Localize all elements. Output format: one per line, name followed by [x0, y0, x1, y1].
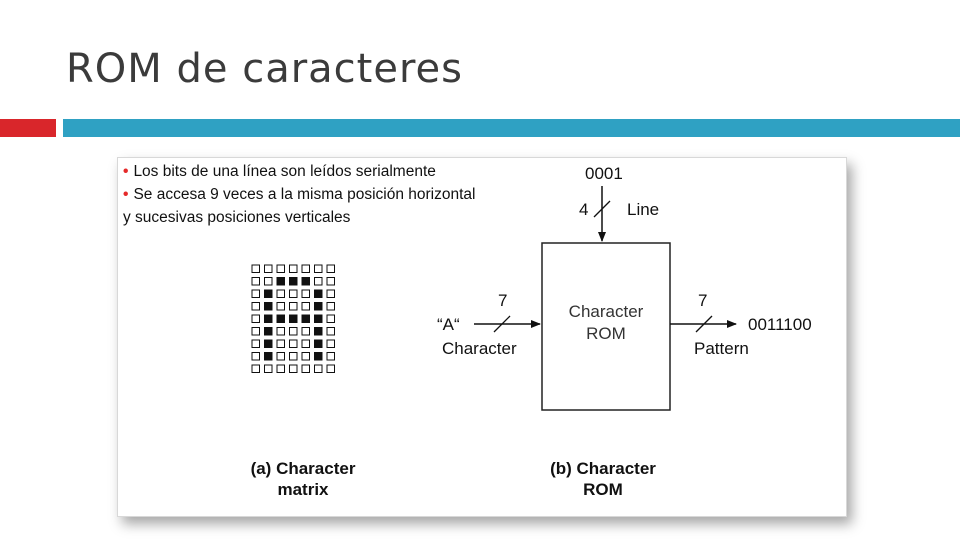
caption-b-line1: (b) Character [550, 459, 656, 478]
line-width-label: 4 [579, 200, 589, 219]
line-value-label: 0001 [585, 164, 623, 183]
matrix-cell-on [264, 327, 273, 336]
matrix-cell-off [251, 327, 260, 336]
matrix-cell-off [301, 264, 310, 273]
matrix-cell-on [314, 352, 323, 361]
matrix-cell-off [251, 314, 260, 323]
matrix-cell-on [264, 302, 273, 311]
character-bus-slash [493, 315, 511, 333]
matrix-cell-off [326, 277, 335, 286]
matrix-cell-off [276, 364, 285, 373]
bullet-item-1: •Los bits de una línea son leídos serial… [123, 163, 436, 181]
matrix-cell-off [251, 302, 260, 311]
matrix-cell-off [326, 327, 335, 336]
pattern-width-label: 7 [698, 291, 708, 310]
matrix-cell-off [301, 352, 310, 361]
matrix-cell-off [264, 277, 273, 286]
matrix-cell-on [314, 314, 323, 323]
matrix-cell-off [301, 364, 310, 373]
character-name-label: Character [442, 339, 517, 358]
bullet-text-2: Se accesa 9 veces a la misma posición ho… [133, 186, 476, 203]
matrix-cell-off [251, 289, 260, 298]
matrix-cell-off [301, 289, 310, 298]
slide-title: ROM de caracteres [66, 46, 463, 92]
matrix-cell-off [314, 277, 323, 286]
matrix-cell-off [276, 352, 285, 361]
matrix-cell-off [276, 327, 285, 336]
character-width-label: 7 [498, 291, 508, 310]
caption-character-rom: (b) Character ROM [518, 458, 688, 500]
caption-a-line1: (a) Character [250, 459, 356, 478]
matrix-cell-on [276, 314, 285, 323]
matrix-cell-off [301, 339, 310, 348]
matrix-cell-on [289, 314, 298, 323]
matrix-cell-off [289, 264, 298, 273]
matrix-cell-on [264, 289, 273, 298]
matrix-cell-off [276, 264, 285, 273]
caption-character-matrix: (a) Character matrix [218, 458, 388, 500]
rom-box-label-line2: ROM [586, 324, 626, 343]
accent-bar-blue [63, 119, 960, 137]
diagram-graphics [251, 186, 737, 411]
character-input-value: “A“ [437, 315, 460, 334]
matrix-cell-on [276, 277, 285, 286]
caption-b-line2: ROM [583, 480, 623, 499]
matrix-cell-off [301, 327, 310, 336]
matrix-cell-off [276, 302, 285, 311]
rom-box-label: Character ROM [542, 301, 670, 345]
matrix-cell-off [251, 277, 260, 286]
matrix-cell-on [289, 277, 298, 286]
rom-box-label-line1: Character [568, 302, 644, 321]
bullet-continuation: y sucesivas posiciones verticales [123, 209, 351, 226]
matrix-cell-off [289, 302, 298, 311]
accent-bar-red [0, 119, 56, 137]
matrix-cell-off [326, 314, 335, 323]
matrix-cell-on [264, 314, 273, 323]
pattern-name-label: Pattern [694, 339, 749, 358]
caption-a-line2: matrix [277, 480, 329, 499]
bullet-text-1: Los bits de una línea son leídos serialm… [133, 163, 436, 180]
matrix-cell-on [301, 277, 310, 286]
matrix-cell-on [264, 352, 273, 361]
matrix-cell-on [314, 327, 323, 336]
matrix-cell-on [314, 302, 323, 311]
bullet-dot: • [123, 163, 129, 180]
pattern-bus-slash [695, 315, 713, 333]
matrix-cell-off [289, 289, 298, 298]
rom-box [541, 242, 671, 411]
matrix-cell-off [326, 364, 335, 373]
matrix-cell-off [251, 364, 260, 373]
bullet-dot: • [123, 186, 129, 203]
matrix-cell-off [289, 364, 298, 373]
matrix-cell-off [289, 352, 298, 361]
matrix-cell-on [314, 339, 323, 348]
matrix-cell-off [264, 264, 273, 273]
bullet-item-2: •Se accesa 9 veces a la misma posición h… [123, 186, 475, 204]
matrix-cell-off [264, 364, 273, 373]
matrix-cell-off [289, 327, 298, 336]
matrix-cell-off [314, 264, 323, 273]
character-rom-figure: •Los bits de una línea son leídos serial… [117, 157, 847, 517]
matrix-cell-on [314, 289, 323, 298]
matrix-cell-off [251, 352, 260, 361]
pattern-output-value: 0011100 [748, 315, 812, 334]
matrix-cell-off [326, 289, 335, 298]
line-bus-slash [593, 200, 611, 218]
character-matrix-grid [251, 264, 335, 373]
matrix-cell-off [326, 264, 335, 273]
matrix-cell-off [276, 289, 285, 298]
matrix-cell-off [314, 364, 323, 373]
matrix-cell-off [301, 302, 310, 311]
matrix-cell-off [251, 264, 260, 273]
matrix-cell-on [264, 339, 273, 348]
matrix-cell-on [301, 314, 310, 323]
matrix-cell-off [276, 339, 285, 348]
matrix-cell-off [326, 339, 335, 348]
matrix-cell-off [326, 352, 335, 361]
matrix-cell-off [326, 302, 335, 311]
matrix-cell-off [251, 339, 260, 348]
line-name-label: Line [627, 200, 660, 219]
matrix-cell-off [289, 339, 298, 348]
